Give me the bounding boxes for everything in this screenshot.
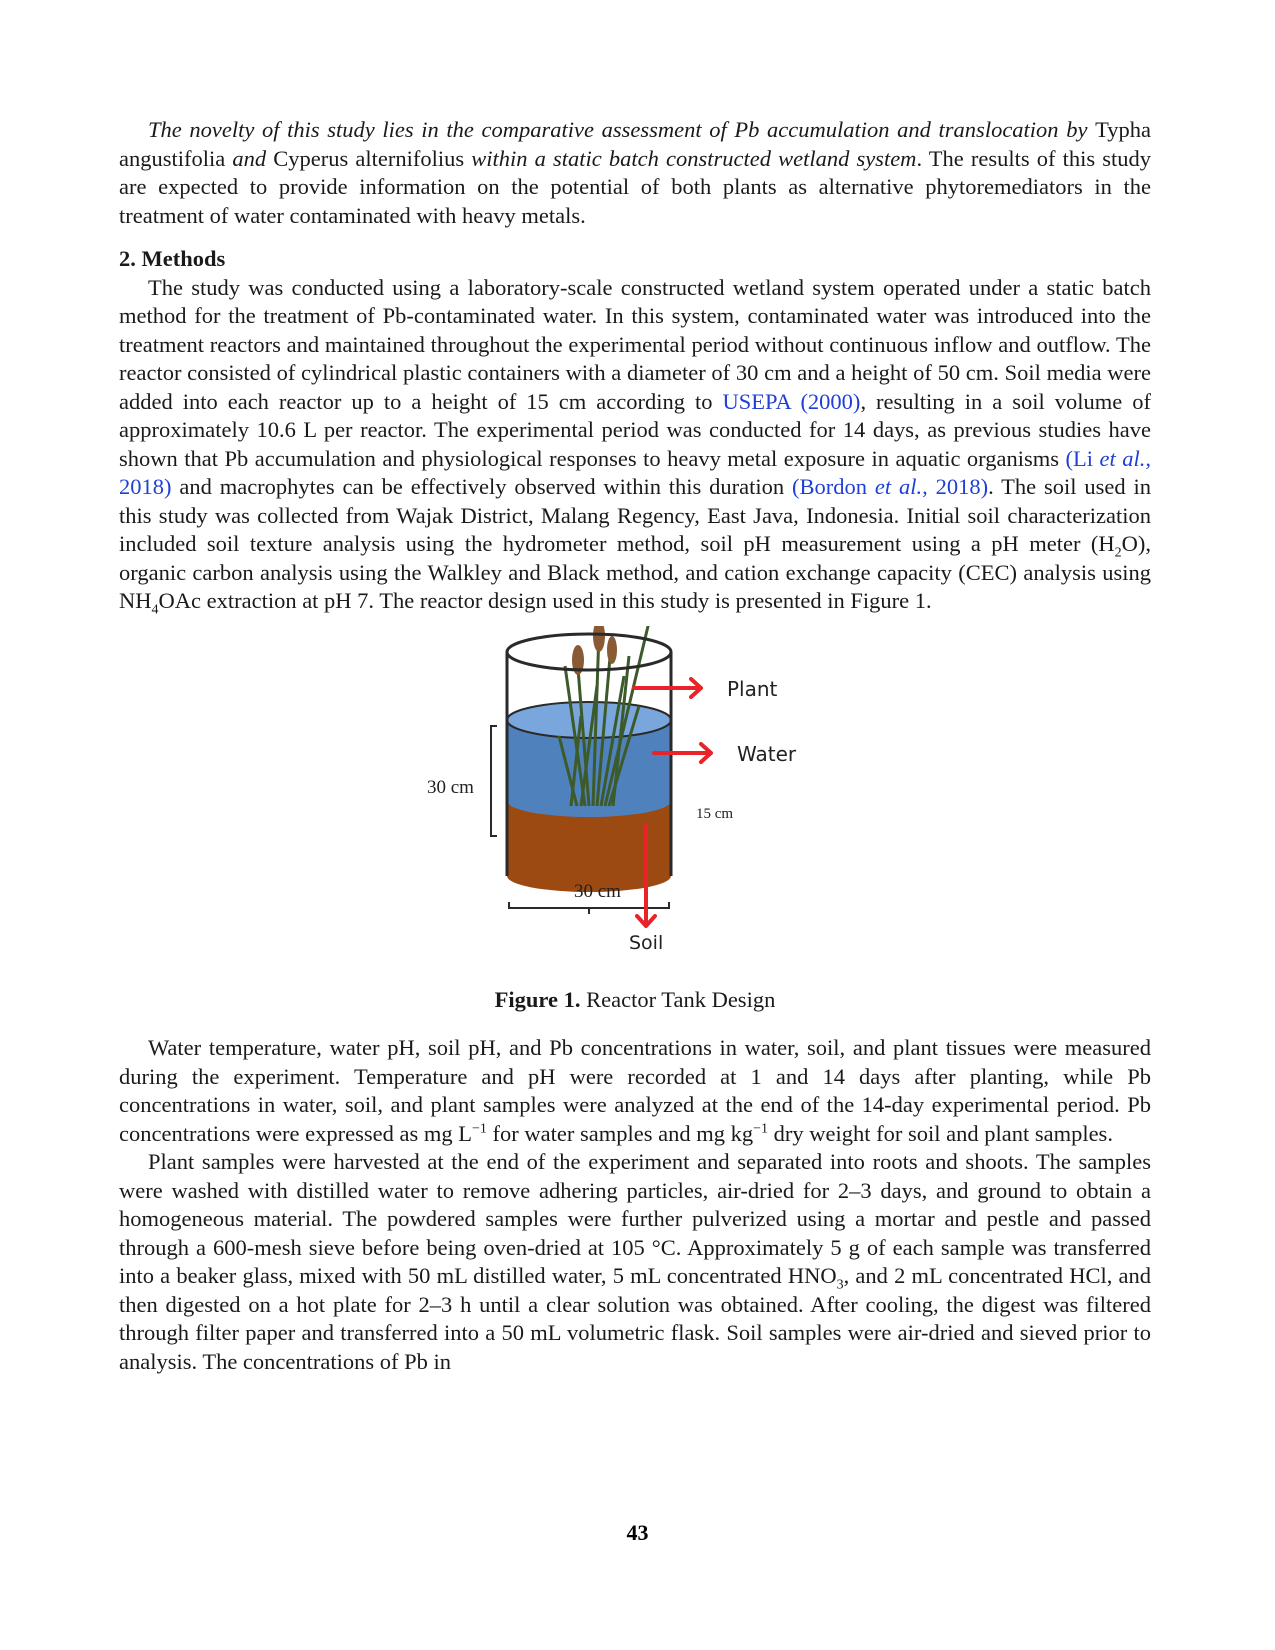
text-span: Water temperature, water pH, soil pH, an… <box>119 1035 1151 1146</box>
reactor-diagram: Plant Water Soil 30 cm 30 cm 15 cm <box>427 625 797 954</box>
label-plant: Plant <box>727 677 778 701</box>
arrow-plant <box>632 676 703 699</box>
text-span: . The results of this study are expected… <box>119 145 1152 228</box>
arrow-water <box>652 741 713 764</box>
text-span: The study was conducted using a laborato… <box>119 274 1151 414</box>
text-span: dry weight for soil and plant samples. <box>768 1120 1113 1146</box>
citation-part: (Bordon <box>792 474 875 499</box>
novelty-paragraph: The novelty of this study lies in the co… <box>119 116 1151 230</box>
species-name: Cyperus alternifolius <box>273 145 465 171</box>
water-surface <box>506 700 672 739</box>
text-span: OAc extraction at pH 7. The reactor desi… <box>158 588 932 613</box>
label-height: 30 cm <box>427 777 474 798</box>
citation-link[interactable]: (Li et al., 2018) <box>119 446 1151 500</box>
text-span: for water samples and mg kg <box>486 1120 754 1146</box>
sample-prep-paragraph: Plant samples were harvested at the end … <box>119 1148 1151 1376</box>
citation-part: et al., <box>1099 445 1151 471</box>
label-diameter: 30 cm <box>574 881 621 902</box>
citation-part: et al., <box>874 474 928 499</box>
methods-paragraph: The study was conducted using a laborato… <box>119 274 1152 618</box>
superscript: −1 <box>753 1121 768 1136</box>
plant-stems <box>557 625 650 806</box>
citation-link[interactable]: USEPA (2000) <box>722 388 861 414</box>
caption-text: Reactor Tank Design <box>580 986 776 1012</box>
subscript: 4 <box>151 602 159 618</box>
text-span: The novelty of this study lies in the co… <box>148 117 1096 142</box>
citation-part: 2018) <box>119 474 172 499</box>
subscript: 2 <box>1114 545 1122 561</box>
text-span: Plant samples were harvested at the end … <box>119 1149 1151 1288</box>
section-heading-methods: 2. Methods <box>119 246 226 271</box>
caption-label: Figure 1. <box>494 986 581 1012</box>
text-span: and macrophytes can be effectively obser… <box>171 474 793 499</box>
figure-caption: Figure 1. Reactor Tank Design <box>119 986 1151 1015</box>
text-span: , and 2 mL concentrated HCl, and then di… <box>119 1263 1151 1374</box>
label-soil: Soil <box>629 932 663 954</box>
container-rim <box>505 632 673 671</box>
page-number: 43 <box>626 1520 649 1545</box>
figure-reactor: Plant Water Soil 30 cm 30 cm 15 cm <box>119 625 1151 986</box>
measurement-paragraph: Water temperature, water pH, soil pH, an… <box>119 1034 1151 1148</box>
text-span: O), organic carbon analysis using the Wa… <box>119 531 1151 613</box>
diameter-bracket <box>508 901 670 914</box>
text-span: within a static batch constructed wetlan… <box>464 145 917 171</box>
soil-layer <box>507 800 671 892</box>
text-span: , resulting in a soil volume of approxim… <box>119 388 1152 471</box>
citation-link[interactable]: (Bordon et al., 2018) <box>792 474 988 499</box>
citation-part: 2018) <box>927 474 989 499</box>
water-layer <box>507 719 671 817</box>
arrow-soil <box>635 823 657 928</box>
height-bracket <box>490 724 497 837</box>
citation-part: (Li <box>1065 445 1100 471</box>
text-span: and <box>225 145 274 171</box>
species-name: Typha angustifolia <box>119 117 1151 171</box>
page-body: The novelty of this study lies in the co… <box>119 116 1151 1376</box>
subscript: 3 <box>836 1277 844 1293</box>
label-soil-height: 15 cm <box>696 806 733 822</box>
superscript: −1 <box>472 1121 487 1136</box>
cattail-heads <box>572 625 617 675</box>
label-water: Water <box>737 742 797 766</box>
text-span: . The soil used in this study was collec… <box>119 474 1151 556</box>
